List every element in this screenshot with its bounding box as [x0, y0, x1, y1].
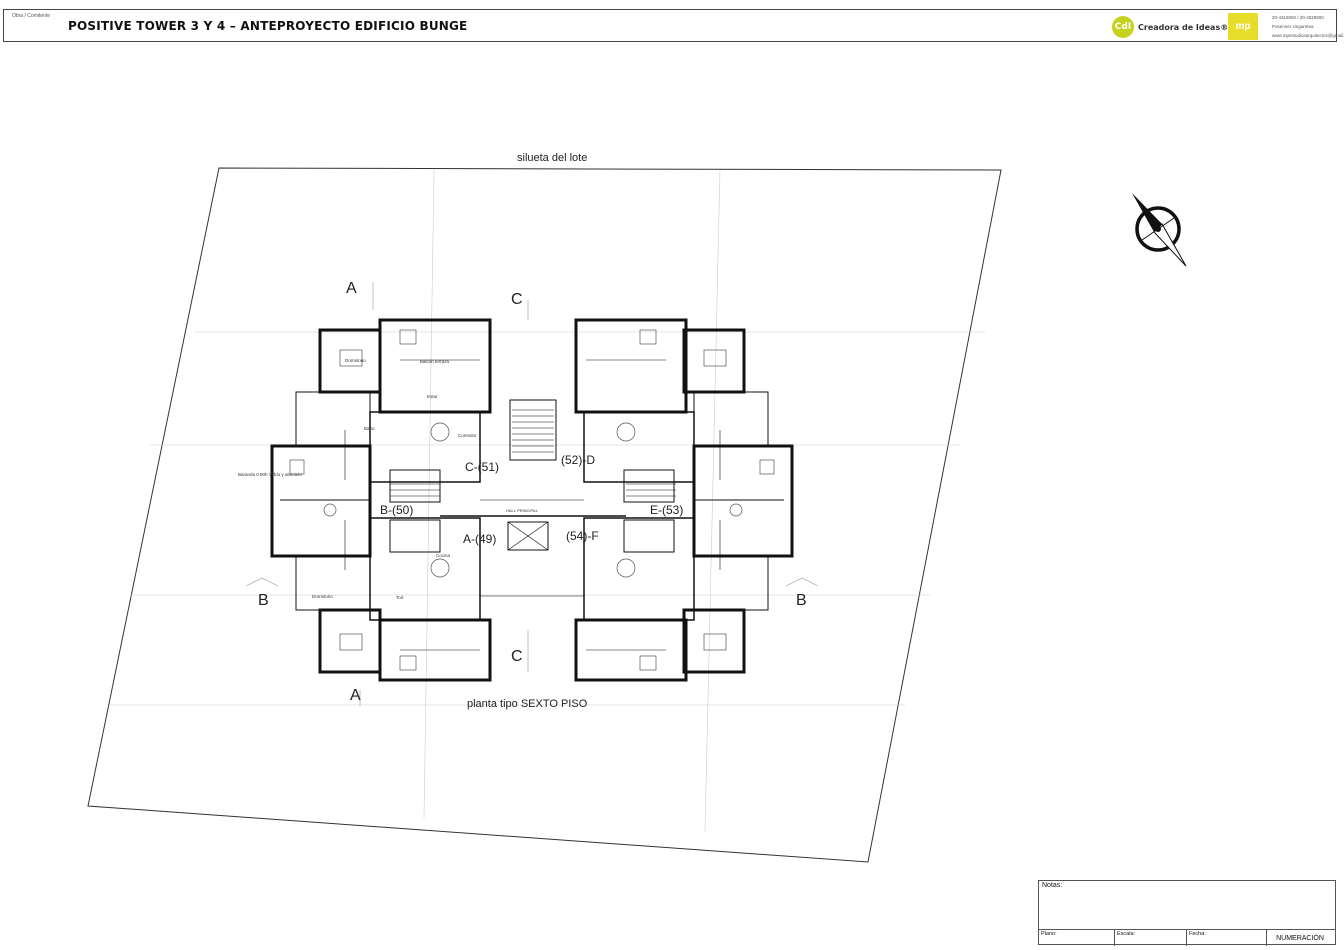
- room-label: Estar: [427, 394, 438, 399]
- unit-label: (52)-D: [561, 453, 596, 467]
- left-wing: [270, 318, 492, 682]
- section-markers: [245, 282, 819, 706]
- plano-label: Plano:: [1039, 930, 1115, 946]
- title-block: Notas: Plano: Escala: Fecha: NUMERACIÓN: [1038, 880, 1336, 946]
- contact-line: 20-4316050 / 20-4629900: [1272, 15, 1324, 20]
- contact-line: www.mpestudiosarquitectos@gmail.com: [1272, 33, 1344, 38]
- unit-label: B-(50): [380, 503, 414, 517]
- grid-lines: [110, 169, 985, 833]
- brand-logo: CdI Creadora de Ideas®: [1112, 15, 1228, 39]
- unit-label: E-(53): [650, 503, 684, 517]
- room-label: Baño: [364, 426, 375, 431]
- room-label: Comedor: [458, 433, 477, 438]
- unit-label: C-(51): [465, 460, 500, 474]
- central-core: [390, 399, 676, 597]
- room-label: Dormitorio: [345, 358, 366, 363]
- section-label-c: C: [511, 291, 523, 308]
- room-labels: Dormitorio Balcón terraza Estar Comedor …: [238, 358, 539, 600]
- hall-label: HALL PRINCIPAL: [506, 508, 539, 513]
- contact-info: 20-4316050 / 20-4629900 Posenner Ungaret…: [1272, 13, 1344, 40]
- fecha-label: Fecha:: [1187, 930, 1267, 946]
- brand-name: Creadora de Ideas®: [1138, 22, 1229, 32]
- obra-label: Obra / Comitente: [12, 13, 51, 19]
- unit-label: A-(49): [463, 532, 497, 546]
- page-title: POSITIVE TOWER 3 Y 4 – ANTEPROYECTO EDIF…: [68, 19, 468, 33]
- unit-label: (54)-F: [566, 529, 599, 543]
- escala-label: Escala:: [1115, 930, 1187, 946]
- lot-label: silueta del lote: [517, 152, 588, 164]
- title-block-row: Plano: Escala: Fecha: NUMERACIÓN: [1039, 929, 1335, 946]
- section-label-a: A: [350, 687, 361, 704]
- room-label: Dormitorio: [312, 594, 333, 599]
- room-label: Baranda 0.90h Vidrio y aluminio: [238, 472, 302, 477]
- room-label: Toil.: [396, 595, 404, 600]
- cdi-logo-icon: CdI: [1112, 16, 1134, 38]
- notes-label: Notas:: [1042, 882, 1063, 889]
- furniture: [289, 329, 775, 671]
- north-arrow-icon: [1132, 193, 1187, 267]
- section-label-b: B: [796, 592, 807, 609]
- section-label-a: A: [346, 280, 357, 297]
- room-label: Balcón terraza: [420, 359, 450, 364]
- mp-logo-icon: mp: [1228, 13, 1258, 40]
- section-label-c: C: [511, 648, 523, 665]
- floor-caption: planta tipo SEXTO PISO: [467, 698, 588, 710]
- numeracion-label: NUMERACIÓN: [1276, 934, 1324, 942]
- contact-line: Posenner Ungaretea: [1272, 24, 1314, 29]
- title-bar: Obra / Comitente POSITIVE TOWER 3 Y 4 – …: [3, 9, 1344, 42]
- lot-outline: [87, 167, 1002, 863]
- right-wing: [574, 318, 794, 682]
- section-label-b: B: [258, 592, 269, 609]
- room-label: Cocina: [436, 553, 451, 558]
